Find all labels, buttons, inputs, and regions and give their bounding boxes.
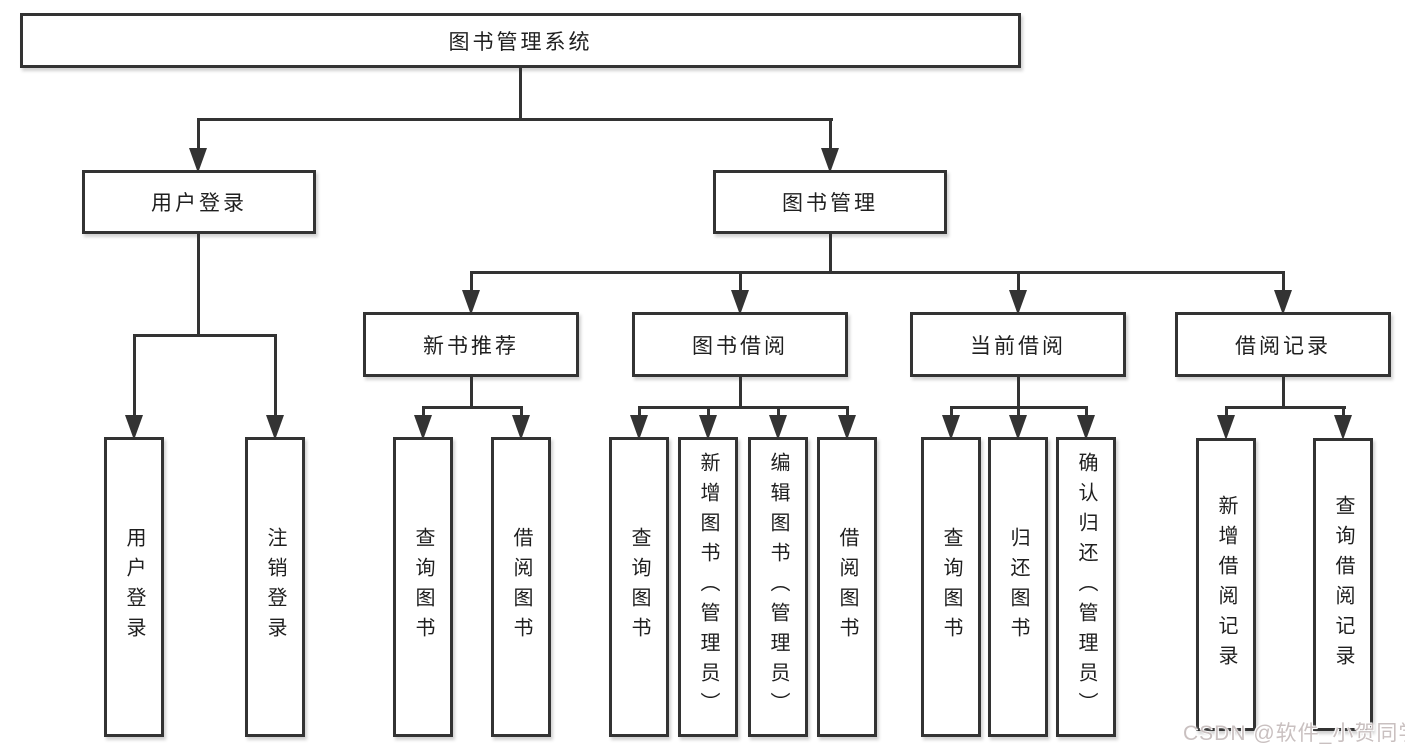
connector-line — [829, 234, 832, 273]
connector-line — [197, 118, 833, 121]
connector-line — [133, 334, 277, 337]
node-label: 查询图书 — [940, 527, 962, 647]
node-book-management: 图书管理 — [713, 170, 947, 234]
arrowhead-down-icon — [1217, 415, 1235, 440]
connector-line — [422, 406, 523, 409]
connector-line — [422, 406, 425, 418]
node-label: 新增借阅记录 — [1215, 494, 1237, 675]
node-leaf-add-borrow-record: 新增借阅记录 — [1196, 438, 1256, 731]
csdn-watermark: CSDN @软件_小贺同学 — [1183, 722, 1405, 745]
node-leaf-add-books-admin: 新增图书（管理员） — [678, 437, 738, 737]
node-label: 编辑图书（管理员） — [767, 452, 789, 722]
node-leaf-search-borrow-record: 查询借阅记录 — [1313, 438, 1373, 731]
arrowhead-down-icon — [731, 290, 749, 315]
node-label: 确认归还（管理员） — [1075, 452, 1097, 722]
connector-line — [520, 406, 523, 418]
connector-line — [777, 406, 780, 418]
node-label: 归还图书 — [1007, 527, 1029, 647]
arrowhead-down-icon — [1009, 415, 1027, 440]
node-label: 查询图书 — [628, 527, 650, 647]
connector-line — [829, 118, 832, 151]
node-leaf-borrow-books-recommend: 借阅图书 — [491, 437, 551, 737]
node-book-borrowing: 图书借阅 — [632, 312, 848, 377]
node-label: 注销登录 — [264, 527, 286, 647]
node-label: 查询图书 — [412, 527, 434, 647]
node-label: 图书管理系统 — [448, 30, 593, 54]
node-label: 用户登录 — [123, 527, 145, 647]
node-borrowing-records: 借阅记录 — [1175, 312, 1391, 377]
node-leaf-search-books-borrowing: 查询图书 — [609, 437, 669, 737]
node-current-borrowing: 当前借阅 — [910, 312, 1126, 377]
connector-line — [950, 406, 953, 418]
node-leaf-search-books-recommend: 查询图书 — [393, 437, 453, 737]
connector-line — [638, 406, 849, 409]
arrowhead-down-icon — [821, 148, 839, 173]
connector-line — [470, 271, 473, 292]
arrowhead-down-icon — [125, 415, 143, 440]
node-leaf-borrow-books-borrowing: 借阅图书 — [817, 437, 877, 737]
connector-line — [470, 271, 1285, 274]
node-label: 新增图书（管理员） — [697, 452, 719, 722]
arrowhead-down-icon — [1009, 290, 1027, 315]
arrowhead-down-icon — [769, 415, 787, 440]
node-label: 借阅图书 — [510, 527, 532, 647]
node-label: 借阅图书 — [836, 527, 858, 647]
arrowhead-down-icon — [942, 415, 960, 440]
node-label: 图书管理 — [782, 192, 878, 215]
node-leaf-confirm-return-admin: 确认归还（管理员） — [1056, 437, 1116, 737]
connector-line — [739, 376, 742, 408]
node-leaf-return-books: 归还图书 — [988, 437, 1048, 737]
connector-line — [274, 334, 277, 418]
connector-line — [846, 406, 849, 418]
node-leaf-edit-books-admin: 编辑图书（管理员） — [748, 437, 808, 737]
connector-line — [1017, 376, 1020, 408]
node-label: 当前借阅 — [970, 334, 1066, 358]
node-user-login: 用户登录 — [82, 170, 316, 234]
connector-line — [1225, 406, 1346, 409]
connector-line — [197, 118, 200, 151]
node-leaf-logout: 注销登录 — [245, 437, 305, 737]
connector-line — [1017, 271, 1020, 292]
connector-line — [1342, 406, 1345, 418]
connector-line — [197, 234, 200, 336]
connector-line — [1085, 406, 1088, 418]
node-leaf-search-books-current: 查询图书 — [921, 437, 981, 737]
arrowhead-down-icon — [838, 415, 856, 440]
connector-line — [707, 406, 710, 418]
node-leaf-user-login: 用户登录 — [104, 437, 164, 737]
node-label: 查询借阅记录 — [1332, 494, 1354, 675]
arrowhead-down-icon — [699, 415, 717, 440]
connector-line — [133, 334, 136, 418]
node-label: 用户登录 — [151, 192, 247, 215]
arrowhead-down-icon — [266, 415, 284, 440]
arrowhead-down-icon — [1077, 415, 1095, 440]
arrowhead-down-icon — [512, 415, 530, 440]
arrowhead-down-icon — [414, 415, 432, 440]
arrowhead-down-icon — [189, 148, 207, 173]
node-new-book-recommendation: 新书推荐 — [363, 312, 579, 377]
arrowhead-down-icon — [1334, 415, 1352, 440]
connector-line — [470, 376, 473, 408]
node-label: 借阅记录 — [1235, 334, 1331, 358]
node-label: 新书推荐 — [423, 334, 519, 358]
node-library-management-system: 图书管理系统 — [20, 13, 1021, 68]
connector-line — [519, 68, 522, 120]
connector-line — [739, 271, 742, 292]
arrowhead-down-icon — [630, 415, 648, 440]
connector-line — [1017, 406, 1020, 418]
connector-line — [1225, 406, 1228, 418]
arrowhead-down-icon — [462, 290, 480, 315]
connector-line — [1282, 376, 1285, 408]
connector-line — [638, 406, 641, 418]
connector-line — [1282, 271, 1285, 292]
node-label: 图书借阅 — [692, 334, 788, 358]
arrowhead-down-icon — [1274, 290, 1292, 315]
